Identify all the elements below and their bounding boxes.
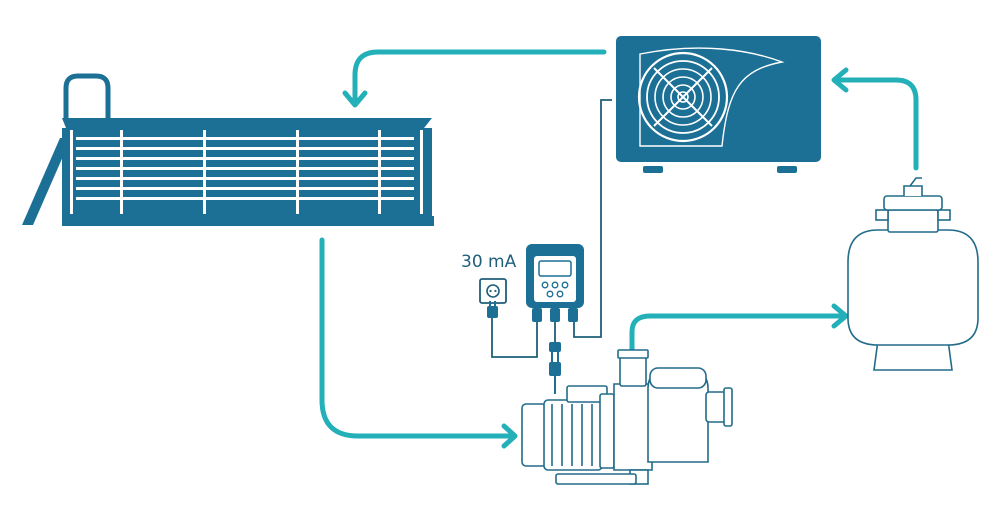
flow-heatpump-to-pool [352, 49, 607, 106]
above-ground-pool-icon [22, 73, 434, 226]
electrical-wiring [491, 99, 612, 358]
sand-filter-tank-icon [847, 177, 979, 371]
flow-filter-to-heatpump [833, 77, 919, 171]
pool-pump-icon [521, 349, 733, 485]
digital-controller-icon [526, 244, 584, 322]
pump-plug-icon [549, 342, 561, 394]
socket-plug-icon [487, 301, 498, 318]
arrow-left-into-heatpump-icon [831, 67, 849, 93]
heat-pump-fan-icon [616, 36, 821, 173]
flow-pool-to-pump [319, 237, 515, 439]
rcd-rating-label: 30 mA [461, 252, 517, 272]
power-socket-icon [479, 278, 507, 304]
arrow-right-into-pump-icon [501, 423, 518, 449]
flow-pump-to-filter [629, 313, 846, 353]
arrow-right-into-filter-icon [831, 303, 849, 329]
arrow-down-into-pool-icon [342, 90, 368, 108]
